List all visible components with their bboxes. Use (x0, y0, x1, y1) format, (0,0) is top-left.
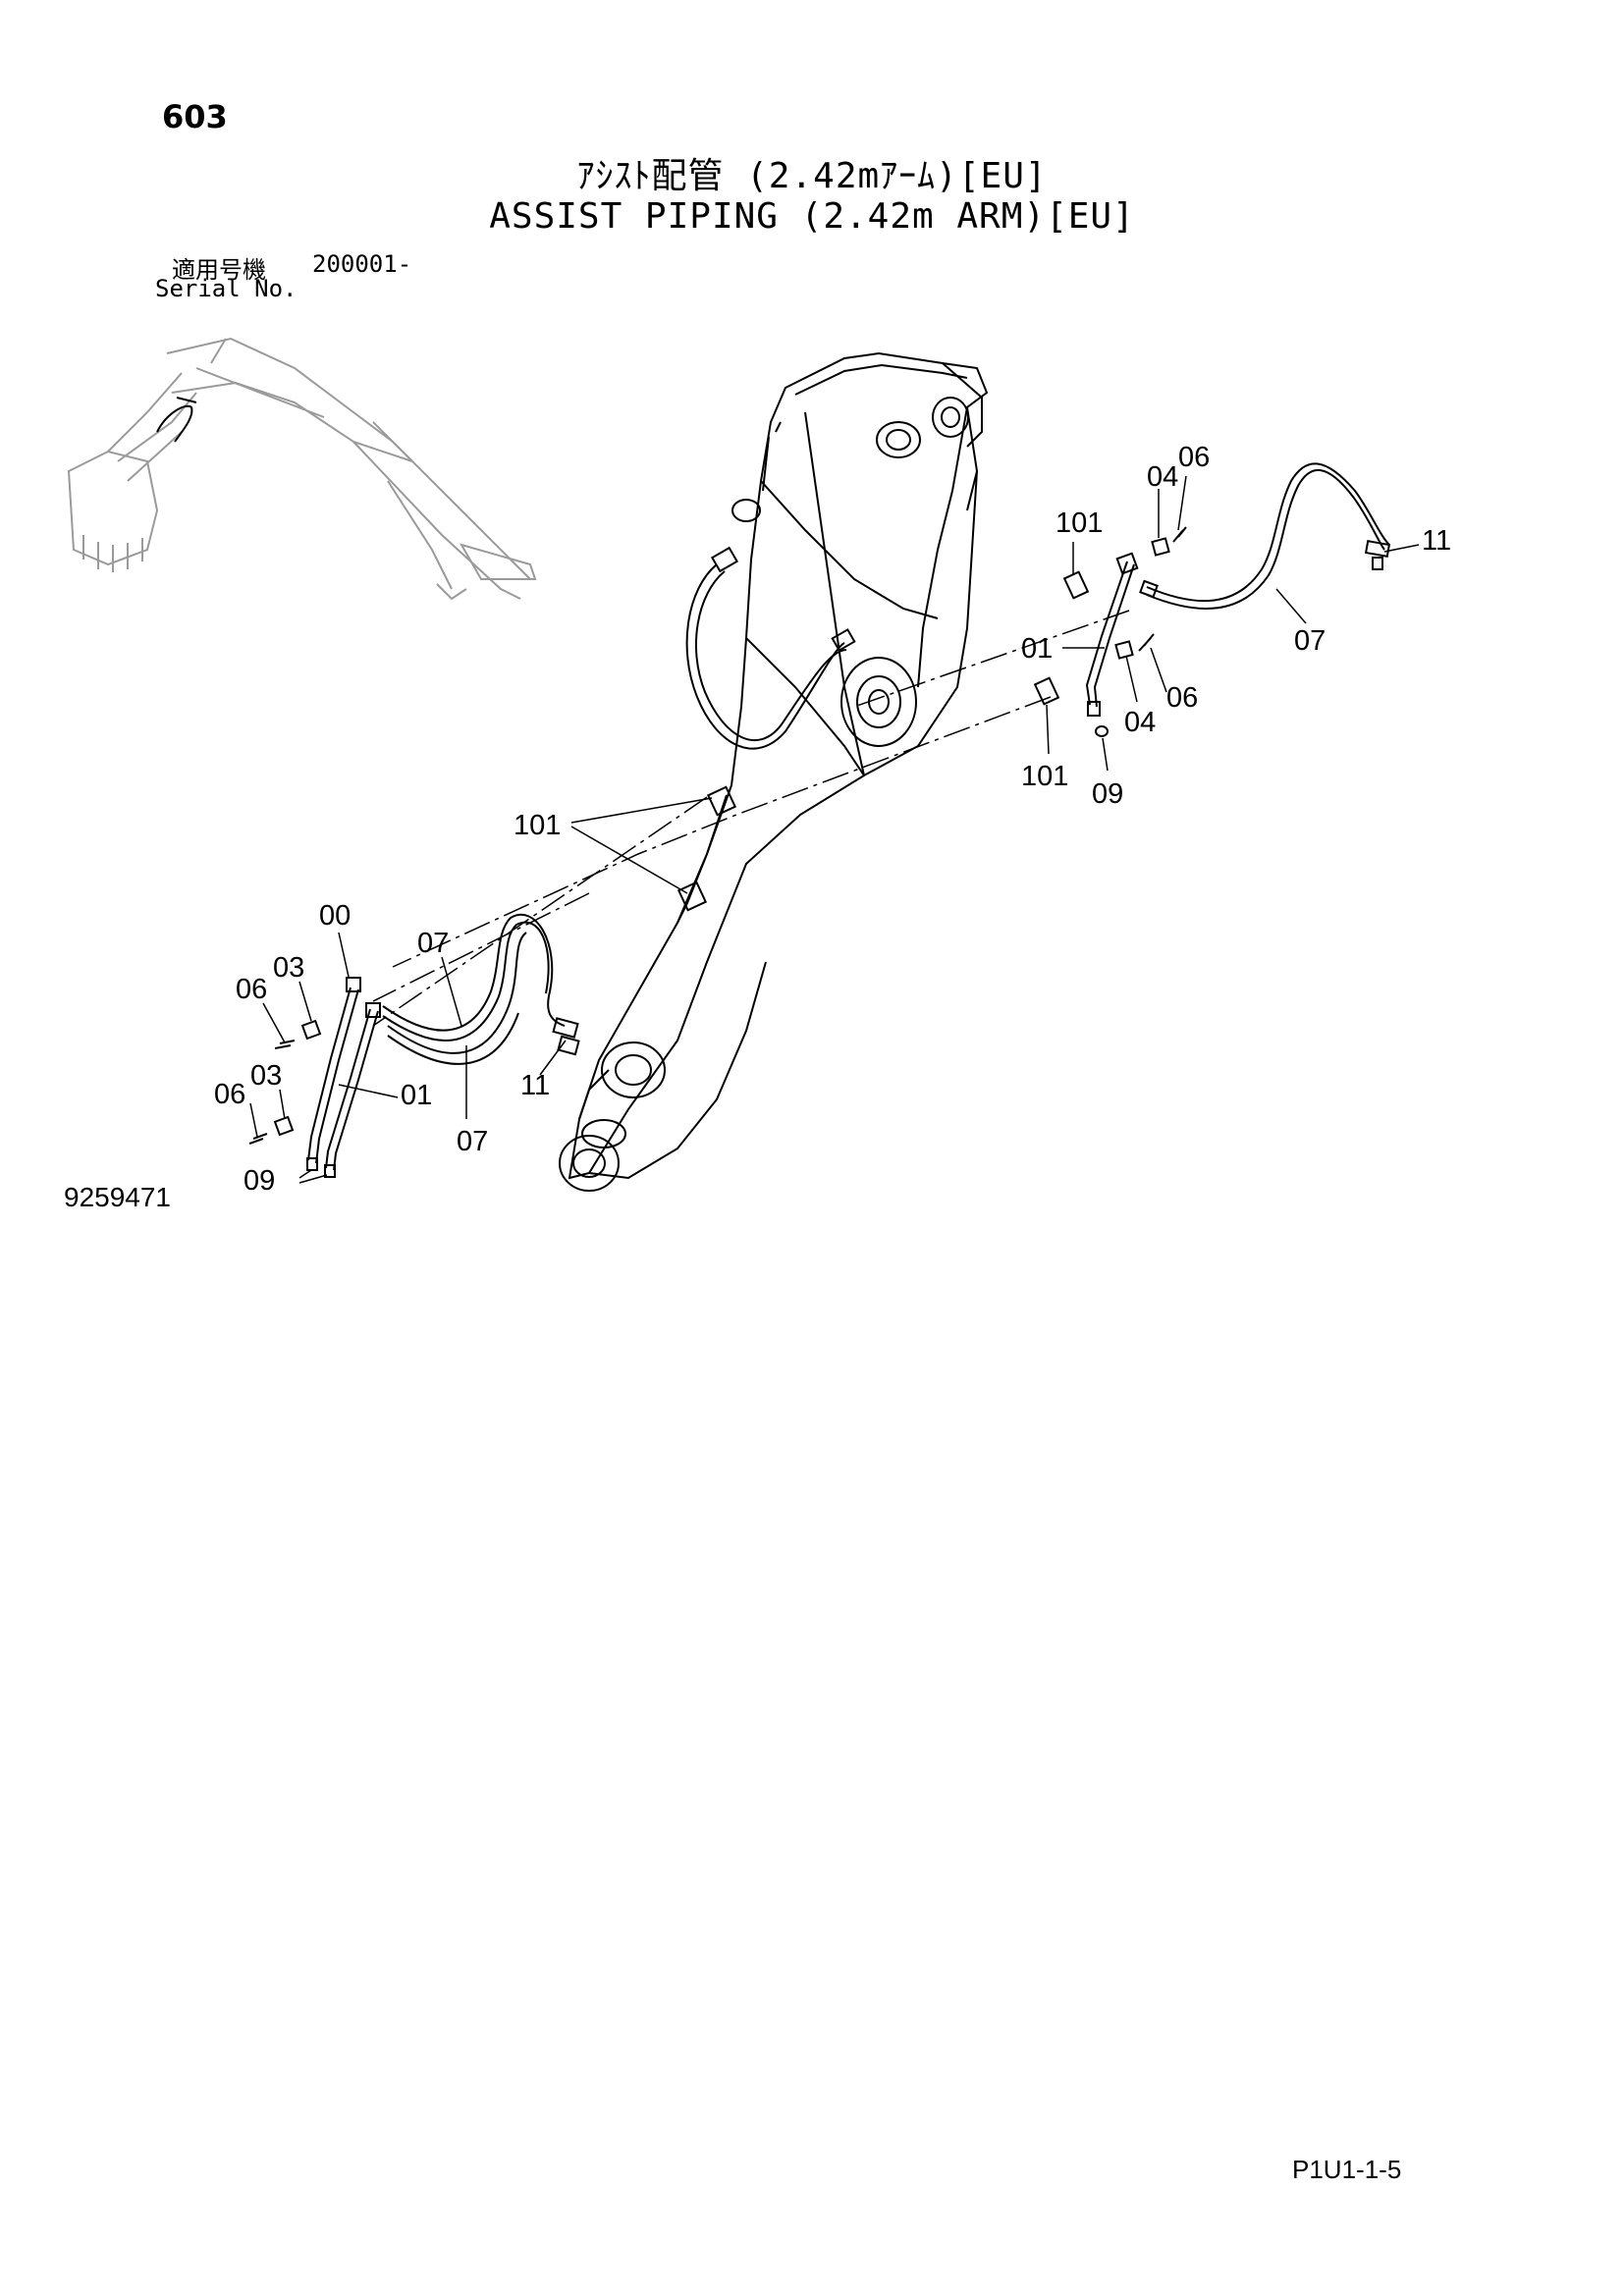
drawing-number: 9259471 (64, 1182, 172, 1212)
leader-lines (249, 475, 1420, 1184)
callout-11-right: 11 (1422, 525, 1451, 557)
callout-06-left-bottom: 06 (214, 1079, 245, 1110)
callout-101-mid: 101 (1021, 761, 1068, 792)
page-number: 603 (162, 98, 228, 135)
callout-07-left-bottom: 07 (457, 1126, 488, 1157)
arm-pins (559, 397, 969, 1192)
serial-label-japanese: 適用号機 (172, 256, 266, 284)
callout-04-top: 04 (1147, 461, 1178, 493)
callout-06-left-top: 06 (236, 974, 267, 1005)
callout-11-left: 11 (520, 1070, 550, 1101)
serial-range: 200001- (312, 250, 412, 278)
page-code: P1U1-1-5 (1292, 2155, 1402, 2184)
right-pipe-assembly (1033, 462, 1391, 737)
title-japanese: ｱｼｽﾄ配管 (2.42mｱｰﾑ)[EU] (576, 156, 1048, 196)
title-english: ASSIST PIPING (2.42m ARM)[EU] (489, 196, 1135, 237)
callout-09-left: 09 (244, 1165, 275, 1197)
center-lines (372, 610, 1130, 1027)
arm-body (568, 351, 989, 1180)
callout-01-left: 01 (401, 1080, 432, 1111)
callout-03-bottom: 03 (250, 1060, 282, 1092)
callout-06-top: 06 (1178, 442, 1210, 473)
callout-101-top: 101 (1056, 507, 1103, 539)
callout-07-left-top: 07 (417, 928, 449, 959)
callout-00-left: 00 (319, 900, 351, 932)
callout-06-mid: 06 (1166, 682, 1198, 714)
callout-01-right: 01 (1021, 633, 1053, 665)
callout-09-right: 09 (1092, 778, 1123, 810)
callout-04-mid: 04 (1124, 707, 1156, 738)
callout-07-right: 07 (1294, 625, 1326, 657)
thumbnail-highlight-hose (156, 397, 197, 443)
serial-label-english: Serial No. (155, 275, 298, 302)
arm-hose (685, 546, 856, 750)
center-clamps (677, 785, 737, 912)
excavator-thumbnail (67, 337, 537, 601)
callout-101-center: 101 (514, 810, 561, 841)
callout-03-top: 03 (273, 952, 304, 984)
